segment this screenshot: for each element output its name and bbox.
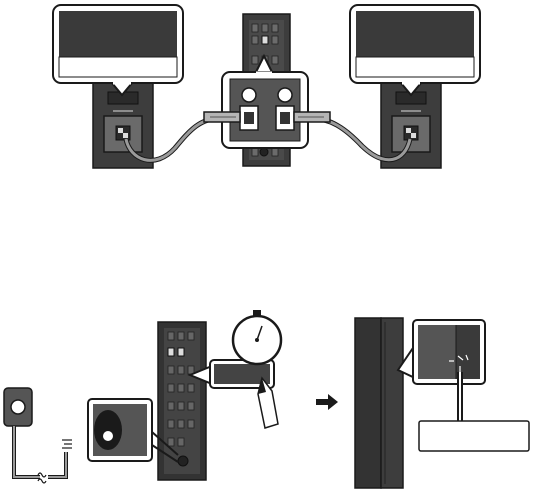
right-speaker-zoom-bubble [349,4,481,97]
left-speaker-zoom-bubble [52,4,184,97]
stopwatch-icon [231,310,283,366]
connector-zoom-box [221,71,309,149]
right-speaker [380,82,442,169]
subwoofer-tower [157,321,207,481]
power-plug-icon [3,387,72,484]
cable-plugs [203,111,331,123]
arrow-right-icon [316,394,338,410]
left-speaker [92,82,154,169]
status-callout [418,372,530,452]
power-socket-zoom [87,398,179,463]
pen-hand-icon [257,376,279,429]
bottom-panel [3,310,530,489]
status-light-zoom [396,319,486,385]
status-tower [354,317,404,489]
top-panel [52,4,481,169]
